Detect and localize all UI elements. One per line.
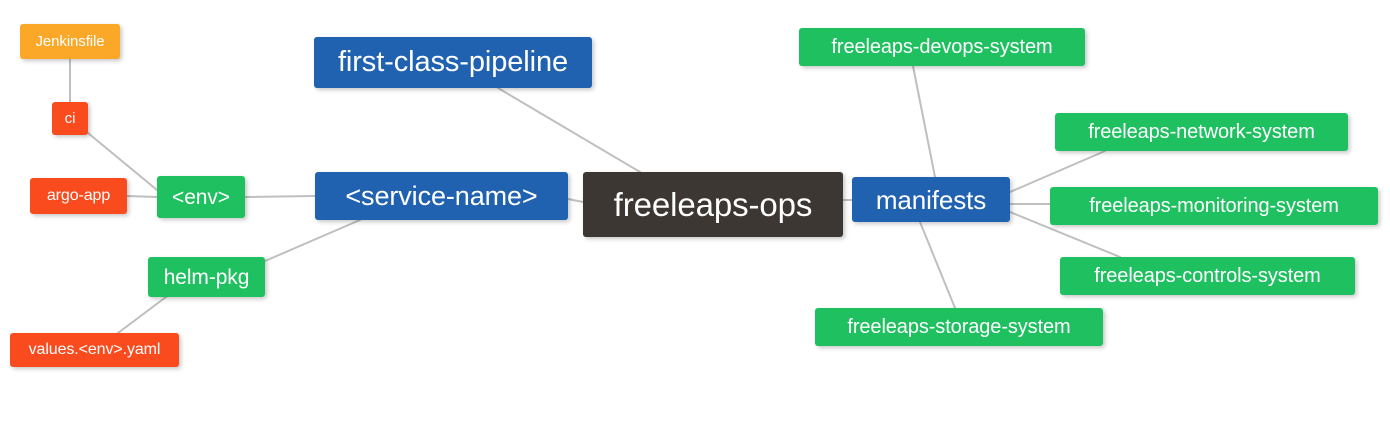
node-label-freeleaps-ops: freeleaps-ops [613,186,813,223]
node-env[interactable]: <env> [157,176,245,218]
node-helm-pkg[interactable]: helm-pkg [148,257,265,297]
node-label-env: <env> [172,185,230,209]
node-manifests[interactable]: manifests [852,177,1010,222]
edge-manifests-to-freeleaps-devops-system [912,65,936,178]
edge-service-name-to-freeleaps-ops [567,198,584,203]
node-values-yaml[interactable]: values.<env>.yaml [10,333,179,367]
node-label-helm-pkg: helm-pkg [163,265,250,289]
node-label-values-yaml: values.<env>.yaml [28,341,161,358]
edge-env-to-service-name [244,195,316,198]
node-service-name[interactable]: <service-name> [315,172,568,220]
node-label-freeleaps-controls-system: freeleaps-controls-system [1094,265,1321,287]
node-label-freeleaps-devops-system: freeleaps-devops-system [831,36,1053,58]
edge-helm-pkg-to-values-yaml [117,293,171,334]
node-freeleaps-controls-system[interactable]: freeleaps-controls-system [1060,257,1355,295]
node-label-ci: ci [64,110,76,127]
node-jenkinsfile[interactable]: Jenkinsfile [20,24,120,59]
node-label-first-class-pipeline: first-class-pipeline [337,46,569,78]
edge-first-class-pipeline-to-freeleaps-ops [497,87,641,173]
node-first-class-pipeline[interactable]: first-class-pipeline [314,37,592,88]
edge-manifests-to-freeleaps-network-system [1009,150,1106,193]
node-label-jenkinsfile: Jenkinsfile [35,33,105,50]
node-label-argo-app: argo-app [46,187,111,204]
node-ci[interactable]: ci [52,102,88,135]
node-label-freeleaps-storage-system: freeleaps-storage-system [847,316,1071,338]
node-freeleaps-monitoring-system[interactable]: freeleaps-monitoring-system [1050,187,1378,225]
edge-service-name-to-helm-pkg [264,219,361,262]
node-freeleaps-devops-system[interactable]: freeleaps-devops-system [799,28,1085,66]
node-freeleaps-ops[interactable]: freeleaps-ops [583,172,843,237]
node-freeleaps-storage-system[interactable]: freeleaps-storage-system [815,308,1103,346]
edge-argo-app-to-env [126,195,158,198]
node-label-service-name: <service-name> [345,180,538,211]
node-label-manifests: manifests [875,184,987,215]
edge-manifests-to-freeleaps-storage-system [919,221,956,309]
node-label-freeleaps-monitoring-system: freeleaps-monitoring-system [1089,195,1339,217]
node-freeleaps-network-system[interactable]: freeleaps-network-system [1055,113,1348,151]
node-argo-app[interactable]: argo-app [30,178,127,214]
node-label-freeleaps-network-system: freeleaps-network-system [1088,121,1315,143]
